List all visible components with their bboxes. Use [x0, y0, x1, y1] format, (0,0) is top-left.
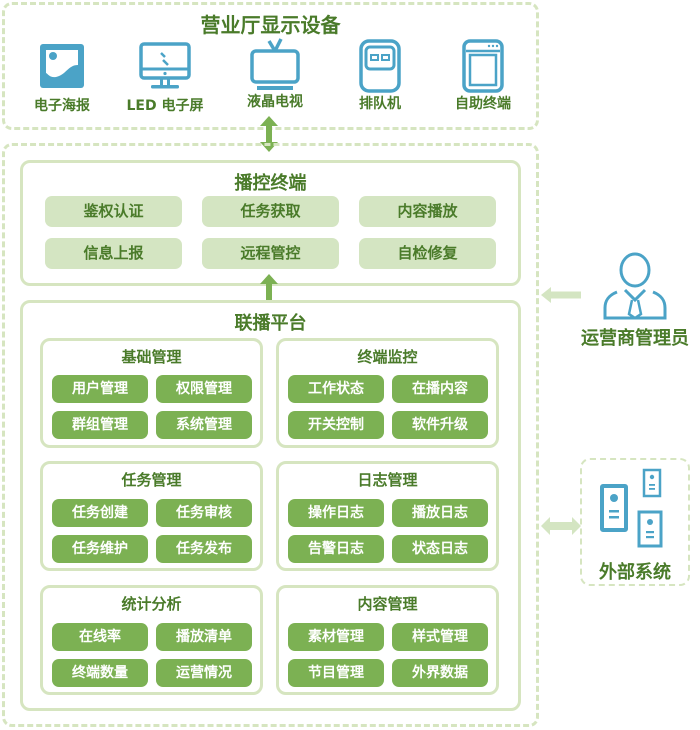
terminal-function-content-play[interactable]: 内容播放: [359, 196, 496, 227]
device-poster: 电子海报: [12, 41, 112, 115]
module-title: 基础管理: [121, 348, 182, 366]
external-system-panel: 外部系统: [580, 458, 690, 586]
operator-admin: 运营商管理员: [570, 250, 700, 350]
device-label: 排队机: [359, 96, 401, 112]
terminal-function-task-fetch[interactable]: 任务获取: [202, 196, 339, 227]
kiosk-icon: [462, 39, 504, 93]
admin-person-icon: [603, 252, 667, 320]
terminal-title: 播控终端: [234, 173, 307, 194]
device-label: LED 电子屏: [126, 98, 204, 114]
module-item[interactable]: 群组管理: [52, 411, 148, 439]
admin-label: 运营商管理员: [581, 328, 689, 349]
module-basic-management: 基础管理 用户管理 权限管理 群组管理 系统管理: [40, 338, 263, 448]
monitor-icon: [139, 42, 191, 89]
module-item[interactable]: 素材管理: [288, 623, 384, 651]
system-panel: [2, 143, 539, 727]
module-item[interactable]: 播放清单: [156, 623, 252, 651]
module-title: 统计分析: [121, 595, 182, 613]
left-arrow-icon: [541, 287, 581, 303]
device-led-screen: LED 电子屏: [115, 41, 215, 115]
terminal-panel: 播控终端 鉴权认证 任务获取 内容播放 信息上报 远程管控 自检修复: [20, 160, 521, 286]
device-kiosk: 自助终端: [433, 39, 533, 113]
module-item[interactable]: 用户管理: [52, 375, 148, 403]
module-content-management: 内容管理 素材管理 样式管理 节目管理 外界数据: [276, 585, 499, 695]
module-item[interactable]: 工作状态: [288, 375, 384, 403]
device-lcd-tv: 液晶电视: [225, 37, 325, 111]
platform-title: 联播平台: [234, 313, 307, 334]
device-label: 电子海报: [34, 98, 90, 114]
module-item[interactable]: 软件升级: [392, 411, 488, 439]
bidirectional-horizontal-arrow-icon: [541, 517, 581, 535]
display-devices-title: 营业厅显示设备: [200, 13, 341, 37]
poster-image-icon: [40, 44, 84, 88]
module-item[interactable]: 权限管理: [156, 375, 252, 403]
terminal-function-self-repair[interactable]: 自检修复: [359, 238, 496, 269]
tv-icon: [250, 38, 300, 90]
terminal-function-info-report[interactable]: 信息上报: [45, 238, 182, 269]
module-item[interactable]: 状态日志: [392, 535, 488, 563]
module-item[interactable]: 终端数量: [52, 659, 148, 687]
module-statistics: 统计分析 在线率 播放清单 终端数量 运营情况: [40, 585, 263, 695]
module-item[interactable]: 告警日志: [288, 535, 384, 563]
module-item[interactable]: 运营情况: [156, 659, 252, 687]
module-task-management: 任务管理 任务创建 任务审核 任务维护 任务发布: [40, 461, 263, 571]
module-item[interactable]: 样式管理: [392, 623, 488, 651]
external-system-label: 外部系统: [599, 562, 671, 583]
terminal-function-remote-control[interactable]: 远程管控: [202, 238, 339, 269]
module-item[interactable]: 在线率: [52, 623, 148, 651]
device-queue-machine: 排队机: [330, 39, 430, 113]
servers-icon: [600, 468, 663, 548]
module-title: 终端监控: [357, 348, 418, 366]
module-item[interactable]: 开关控制: [288, 411, 384, 439]
module-item[interactable]: 操作日志: [288, 499, 384, 527]
module-title: 日志管理: [357, 471, 418, 489]
module-item[interactable]: 任务审核: [156, 499, 252, 527]
module-item[interactable]: 系统管理: [156, 411, 252, 439]
queue-machine-icon: [359, 39, 401, 93]
module-item[interactable]: 任务维护: [52, 535, 148, 563]
device-label: 自助终端: [455, 96, 511, 112]
module-item[interactable]: 任务创建: [52, 499, 148, 527]
display-devices-panel: 营业厅显示设备 电子海报 LED 电子屏 液晶电视: [2, 2, 539, 130]
module-terminal-monitoring: 终端监控 工作状态 在播内容 开关控制 软件升级: [276, 338, 499, 448]
module-log-management: 日志管理 操作日志 播放日志 告警日志 状态日志: [276, 461, 499, 571]
module-item[interactable]: 外界数据: [392, 659, 488, 687]
device-label: 液晶电视: [247, 94, 303, 110]
terminal-function-auth[interactable]: 鉴权认证: [45, 196, 182, 227]
module-item[interactable]: 在播内容: [392, 375, 488, 403]
module-title: 内容管理: [357, 595, 418, 613]
module-item[interactable]: 任务发布: [156, 535, 252, 563]
module-title: 任务管理: [121, 471, 182, 489]
module-item[interactable]: 节目管理: [288, 659, 384, 687]
module-item[interactable]: 播放日志: [392, 499, 488, 527]
